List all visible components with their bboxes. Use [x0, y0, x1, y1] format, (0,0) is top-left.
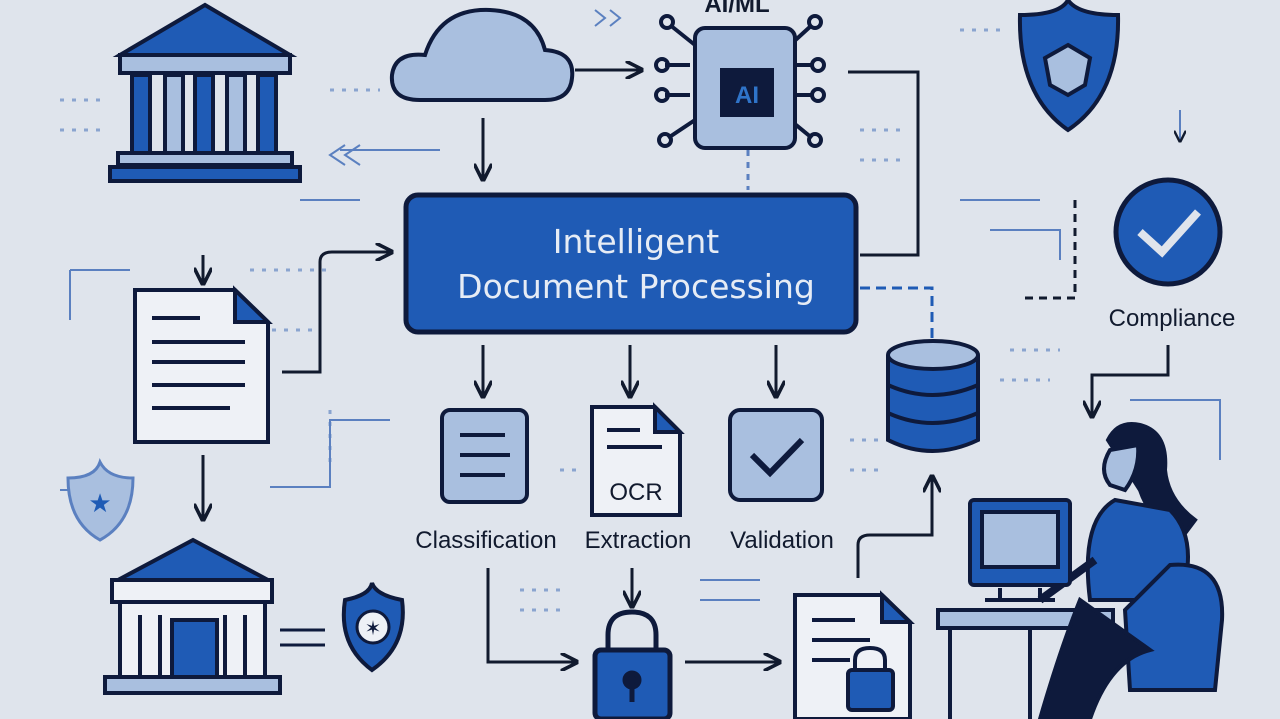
step-arrows	[483, 345, 776, 395]
check-circle-icon	[1113, 177, 1223, 287]
connector-lines	[60, 9, 1221, 601]
police-badge-icon: ✶	[341, 582, 405, 673]
cloud-icon	[389, 7, 575, 102]
arrow	[856, 478, 932, 578]
step-validation: Validation	[728, 408, 834, 554]
document-icon	[133, 285, 273, 444]
ai-chip-icon	[654, 14, 826, 150]
shield-icon	[1017, 0, 1121, 133]
main-process-box: Intelligent Document Processing	[403, 192, 859, 335]
step-label: Extraction	[585, 527, 692, 554]
main-title-line1: Intelligent	[553, 222, 720, 261]
bank-icon	[108, 2, 302, 183]
ai-ml-label: AI/ML	[704, 0, 769, 18]
connector-lines	[280, 628, 325, 647]
ocr-document-icon	[590, 402, 685, 517]
chip-label: AI	[735, 82, 759, 109]
checkbox-icon	[728, 408, 824, 502]
connector	[848, 70, 920, 257]
lock-icon	[592, 609, 673, 719]
compliance-label: Compliance	[1109, 305, 1236, 332]
svg-text:✶: ✶	[365, 618, 382, 640]
ocr-text: OCR	[609, 479, 662, 506]
step-extraction: OCR Extraction	[585, 402, 692, 554]
arrow	[1092, 345, 1170, 415]
main-title-line2: Document Processing	[457, 267, 815, 306]
arrow	[486, 568, 575, 662]
database-icon	[886, 339, 980, 453]
government-building-icon	[103, 537, 282, 695]
user-at-computer-icon	[936, 422, 1225, 719]
document-lines-icon	[440, 408, 529, 504]
svg-text:★: ★	[88, 488, 111, 518]
arrow	[282, 252, 390, 374]
step-classification: Classification	[415, 408, 557, 554]
dashed-link	[860, 286, 934, 340]
step-label: Validation	[730, 527, 834, 554]
dashed-link	[1020, 200, 1077, 300]
locked-document-icon	[793, 590, 915, 719]
step-label: Classification	[415, 527, 556, 554]
shield-star-icon: ★	[66, 458, 135, 542]
